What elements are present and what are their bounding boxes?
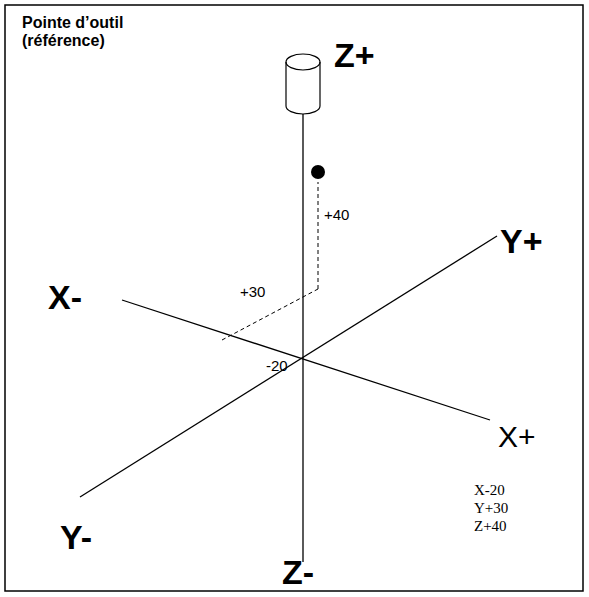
- tool-tip-point: [311, 165, 325, 179]
- coordinate-value: Y+30: [474, 500, 508, 517]
- dimension-value: +40: [324, 206, 349, 223]
- reference-title: Pointe d’outil (référence): [22, 14, 147, 51]
- dimension-value: -20: [266, 357, 288, 374]
- coordinate-value: Z+40: [474, 518, 507, 535]
- z-axis: [302, 114, 303, 562]
- axis-label: X-: [48, 278, 82, 317]
- dimension-lines: [222, 182, 318, 340]
- x-axis: [122, 300, 490, 420]
- axis-label: Z+: [334, 36, 375, 75]
- tool-symbol: [286, 54, 320, 114]
- dimension-value: +30: [240, 283, 265, 300]
- axis-label: Y+: [500, 222, 543, 261]
- frame: [5, 5, 583, 591]
- axis-label: X+: [498, 420, 536, 455]
- axis-label: Y-: [60, 518, 92, 557]
- y-axis: [80, 236, 497, 497]
- axis-label: Z-: [282, 553, 314, 592]
- axis-lines: [80, 114, 497, 562]
- coordinate-value: X-20: [474, 482, 505, 499]
